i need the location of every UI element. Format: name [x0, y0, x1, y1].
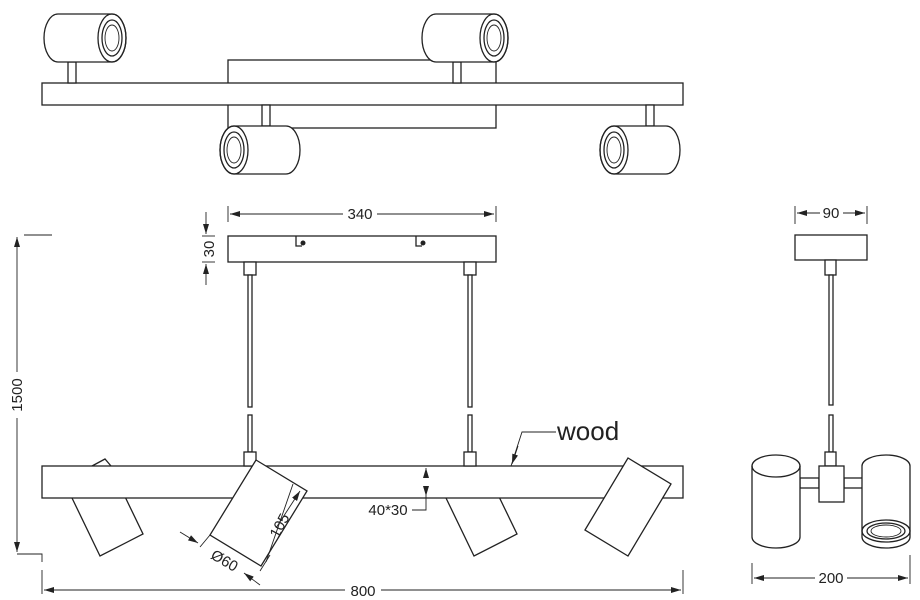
rod-connector — [243, 261, 257, 276]
side-view — [751, 234, 911, 549]
top-spot-3 — [219, 125, 301, 175]
suspension-rod — [247, 274, 253, 408]
dimensions-side: 90 200 — [751, 205, 911, 587]
suspension-rod — [467, 274, 473, 408]
side-rod — [828, 274, 834, 406]
dim-total-length: 800 — [350, 583, 375, 600]
side-block — [818, 465, 845, 503]
front-spot-2 — [209, 459, 308, 567]
side-connector — [824, 259, 837, 276]
hook — [415, 236, 422, 247]
side-arm — [843, 477, 864, 489]
top-stem — [452, 61, 462, 84]
rod-connector — [463, 451, 477, 467]
front-spot-4 — [584, 457, 672, 557]
front-bar — [41, 465, 684, 499]
side-arm — [799, 477, 820, 489]
top-bar — [41, 82, 684, 106]
rod-connector — [463, 261, 477, 276]
top-spot-2 — [421, 13, 509, 63]
suspension-rod — [247, 414, 253, 453]
front-view — [41, 235, 684, 567]
dim-side-total-width: 200 — [818, 570, 843, 587]
top-spot-4 — [599, 125, 681, 175]
material-label: wood — [556, 416, 619, 446]
dim-canopy-width: 340 — [347, 206, 372, 223]
top-spot-1 — [43, 13, 127, 63]
dim-bar-section: 40*30 — [368, 502, 407, 519]
dim-canopy-height: 30 — [201, 241, 218, 258]
side-connector — [824, 451, 837, 467]
dim-total-height: 1500 — [9, 378, 26, 411]
hook — [295, 236, 302, 247]
side-spot-right — [861, 454, 911, 549]
top-view — [41, 13, 684, 175]
side-rod — [828, 414, 834, 453]
side-canopy — [794, 234, 868, 261]
top-stem — [261, 104, 271, 127]
top-stem — [645, 104, 655, 127]
side-spot-left — [751, 454, 801, 549]
suspension-rod — [467, 414, 473, 453]
top-stem — [67, 61, 77, 84]
rod-connector — [243, 451, 257, 467]
dim-side-canopy-width: 90 — [823, 205, 840, 222]
front-canopy — [227, 235, 497, 263]
